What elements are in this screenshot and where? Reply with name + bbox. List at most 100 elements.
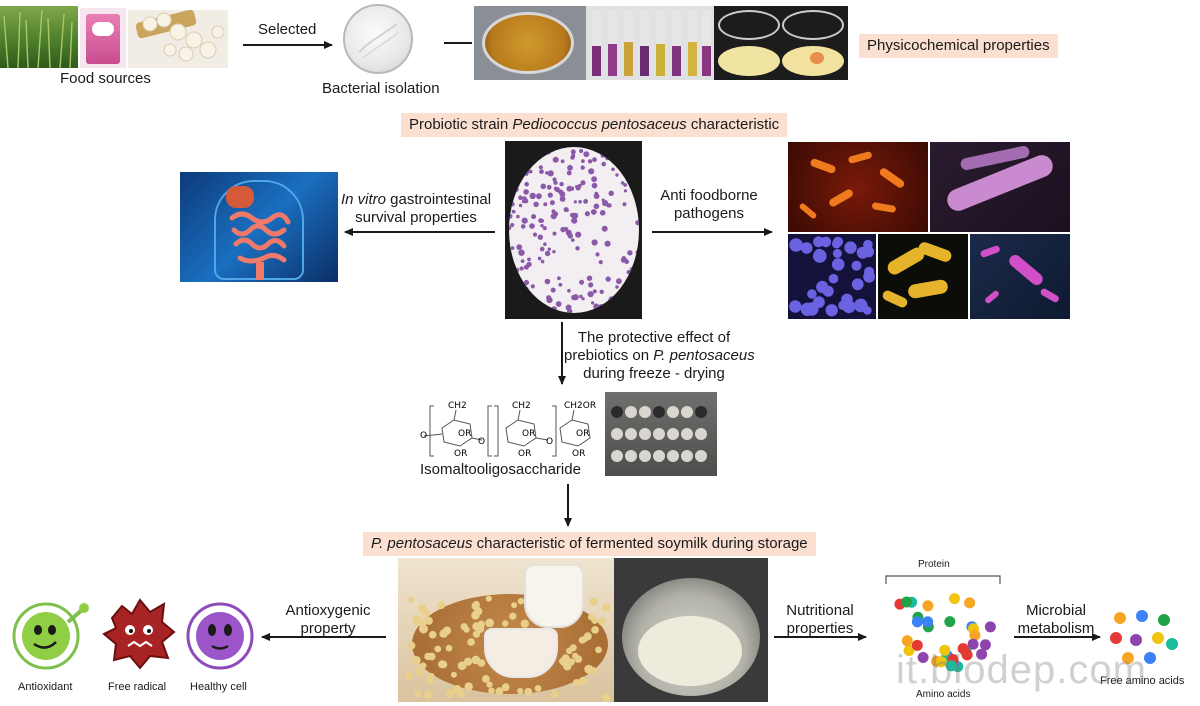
stain-dot — [521, 217, 528, 224]
stain-dot — [540, 183, 547, 190]
stain-dot — [592, 289, 597, 294]
stain-dot — [635, 189, 639, 193]
stain-dot — [547, 192, 553, 198]
free-amino-dots — [1110, 610, 1178, 664]
coccus — [854, 298, 868, 313]
stain-dot — [615, 285, 619, 289]
stain-dot — [567, 233, 573, 239]
stain-dot — [570, 155, 575, 160]
bacterial-isolation-label: Bacterial isolation — [322, 80, 440, 97]
stain-dot — [522, 196, 527, 201]
stain-dot — [538, 153, 543, 158]
milk-pack-photo — [80, 8, 126, 68]
stain-dot — [520, 224, 526, 229]
stain-dot — [567, 164, 573, 171]
amino-dots-icon — [890, 584, 1000, 676]
free-amino-dot — [1136, 610, 1148, 622]
vials-photo — [605, 392, 717, 476]
soybean — [464, 682, 473, 691]
soybean — [417, 618, 427, 628]
microbial-label: Microbial metabolism — [1010, 602, 1102, 638]
amino-dot — [911, 616, 923, 628]
free-amino-dot — [1114, 612, 1126, 624]
stain-dot — [626, 161, 631, 165]
stain-dot — [509, 213, 513, 219]
physicochemical-label: Physicochemical properties — [867, 37, 1050, 54]
strain-suffix: characteristic — [686, 116, 780, 133]
soybean — [597, 617, 607, 626]
stain-dot — [617, 149, 623, 155]
coccus — [814, 248, 824, 259]
stain-dot — [615, 306, 620, 311]
soybean — [446, 689, 455, 698]
stain-dot — [544, 278, 551, 285]
stain-dot — [615, 173, 619, 177]
stain-dot — [517, 148, 523, 153]
stain-dot — [581, 297, 585, 301]
coccus — [822, 285, 834, 297]
stain-dot — [520, 290, 525, 294]
soybean — [589, 597, 598, 606]
stain-dot — [580, 180, 586, 186]
vial — [611, 406, 623, 418]
healthy-cell-icon — [182, 592, 264, 674]
amino-dot — [976, 648, 988, 660]
microbial-line1: Microbial — [1025, 602, 1086, 619]
stain-dot — [509, 201, 515, 207]
nutritional-line1: Nutritional — [786, 602, 854, 619]
physicochemical-box: Physicochemical properties — [859, 34, 1058, 58]
stain-dot — [606, 203, 611, 208]
free-amino-dots-icon — [1108, 610, 1178, 666]
stain-dot — [550, 287, 556, 293]
stain-dot — [570, 212, 575, 218]
amino-dots — [894, 593, 996, 673]
physico-photos — [474, 6, 848, 80]
stain-dot — [523, 279, 530, 286]
stain-dot — [584, 211, 590, 217]
stain-dot — [620, 181, 625, 185]
stain-dot — [532, 232, 538, 237]
test-tubes-photo — [586, 6, 714, 80]
stain-dot — [509, 181, 513, 188]
nutritional-line2: properties — [786, 620, 854, 637]
soybean — [434, 645, 442, 653]
stain-dot — [634, 297, 639, 301]
soybean — [412, 615, 420, 623]
stain-dot — [547, 170, 554, 177]
soybean — [595, 646, 602, 654]
soybean — [495, 687, 504, 696]
coccus — [820, 236, 832, 248]
soybean — [509, 612, 517, 620]
chem-or-5: OR — [518, 449, 531, 459]
stain-dot — [617, 304, 624, 311]
stain-dot — [543, 147, 549, 150]
strain-name: Pediococcus pentosaceus — [512, 116, 687, 133]
stain-dot — [579, 148, 584, 154]
free-amino-dot — [1122, 652, 1134, 664]
stain-dot — [523, 264, 529, 270]
stain-dot — [592, 147, 596, 150]
coccus — [828, 273, 839, 284]
amino-dot — [964, 597, 976, 609]
stain-dot — [557, 276, 561, 281]
amino-dot — [922, 600, 934, 612]
vial — [667, 428, 679, 440]
soymilk-photo — [398, 558, 614, 702]
stain-dot — [539, 169, 544, 175]
chemical-structure: CH2 CH2 CH2OR OR OR OR OR OR OR O O O — [420, 398, 602, 462]
amino-dot — [901, 596, 913, 608]
soybean — [407, 596, 414, 603]
stain-dot — [512, 271, 518, 277]
stain-dot — [554, 187, 560, 193]
stain-dot — [522, 147, 529, 153]
vial — [625, 406, 637, 418]
grass-photo — [0, 6, 78, 68]
amino-acids-label: Amino acids — [916, 689, 971, 700]
petri-dish-icon — [343, 4, 413, 74]
stain-dot — [583, 199, 588, 204]
soymilk-em: P. pentosaceus — [371, 535, 473, 552]
stain-dot — [593, 193, 600, 199]
stain-dot — [539, 246, 545, 252]
stain-dot — [540, 259, 545, 264]
coccus — [851, 260, 862, 271]
